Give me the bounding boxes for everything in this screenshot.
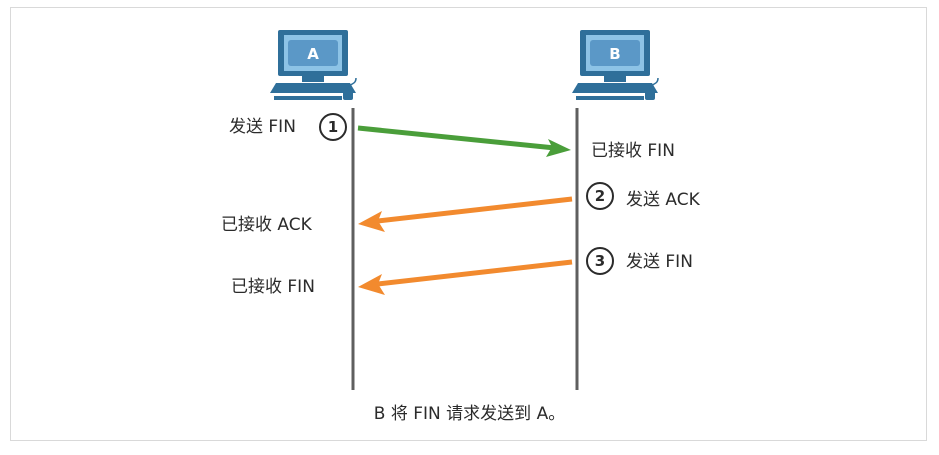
computer-b-label: B <box>609 45 620 63</box>
fin-arrow-a-to-b <box>357 125 571 157</box>
fin-arrow-b-to-a <box>358 259 573 295</box>
step-1-label: 发送 FIN <box>229 117 296 137</box>
diagram-caption: B 将 FIN 请求发送到 A。 <box>373 404 566 424</box>
diagram-frame <box>10 7 927 441</box>
computer-a-label: A <box>307 45 319 63</box>
svg-text:3: 3 <box>595 252 605 270</box>
ack-arrow-b-to-a <box>358 196 573 232</box>
computer-a-icon: A <box>270 30 357 100</box>
step-2-badge: 2 <box>586 182 614 210</box>
received-fin-label-a: 已接收 FIN <box>231 277 315 297</box>
step-3-label: 发送 FIN <box>626 252 693 272</box>
computer-b-icon: B <box>572 30 659 100</box>
step-1-badge: 1 <box>319 113 347 141</box>
svg-text:1: 1 <box>328 118 338 136</box>
svg-text:2: 2 <box>595 187 605 205</box>
received-ack-label-a: 已接收 ACK <box>221 215 312 235</box>
received-fin-label-b: 已接收 FIN <box>591 141 675 161</box>
step-2-label: 发送 ACK <box>626 190 700 210</box>
step-3-badge: 3 <box>586 247 614 275</box>
